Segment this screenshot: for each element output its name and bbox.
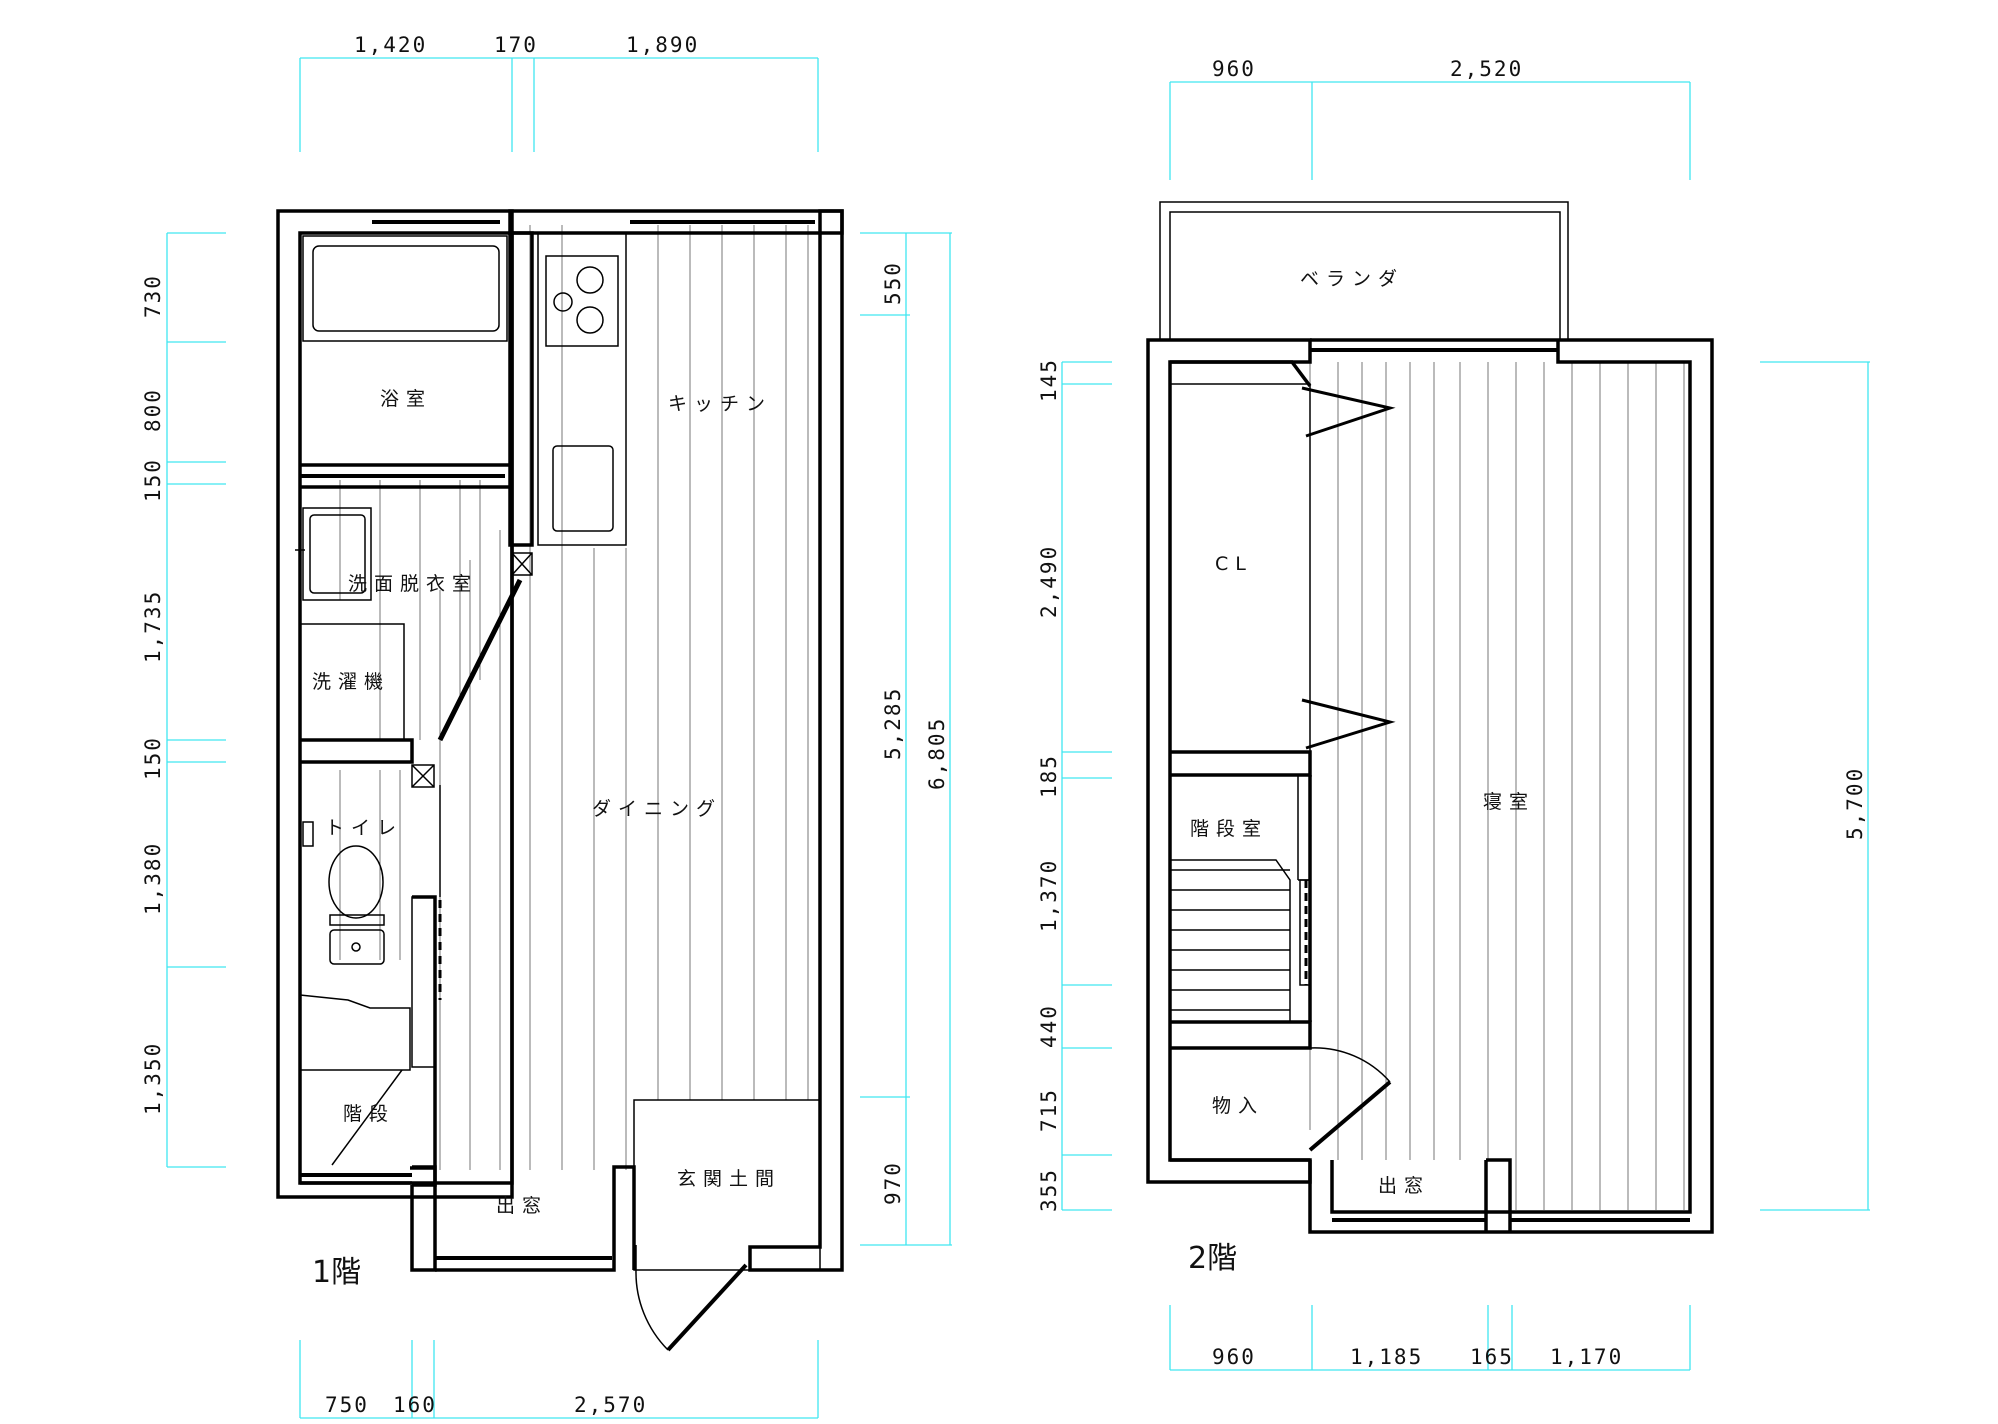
dims-top-1: 1,420 170 1,890 <box>299 33 819 152</box>
closet-doors <box>1169 383 1396 753</box>
wash-basin <box>295 507 372 601</box>
label-washroom: 洗面脱衣室 <box>348 573 478 595</box>
dim-bottom-2-c: 165 <box>1470 1345 1514 1369</box>
dim-left-2-e: 440 <box>1037 1004 1061 1048</box>
label-stairwell: 階段室 <box>1190 818 1268 840</box>
dims-top-2: 960 2,520 <box>1169 57 1691 180</box>
stairs-1 <box>299 896 436 1166</box>
dim-left-1-e: 150 <box>141 736 165 780</box>
label-stairs: 階段 <box>343 1103 395 1125</box>
dim-right-1-b: 5,285 <box>881 687 905 760</box>
dim-top-1-c: 1,890 <box>626 33 699 57</box>
label-bedroom: 寝室 <box>1483 791 1535 813</box>
dim-left-1-a: 730 <box>141 274 165 318</box>
dim-left-2-g: 355 <box>1037 1168 1061 1212</box>
dim-bottom-1-a: 750 <box>325 1393 369 1417</box>
dims-bottom-2: 960 1,185 165 1,170 <box>1169 1305 1691 1371</box>
dim-right-1-a: 550 <box>881 261 905 305</box>
dim-bottom-1-b: 160 <box>393 1393 437 1417</box>
dims-right-1: 550 5,285 970 6,805 <box>860 232 952 1246</box>
floor-label-2: 2階 <box>1188 1241 1237 1276</box>
dim-left-2-b: 2,490 <box>1037 545 1061 618</box>
dim-left-1-g: 1,350 <box>141 1042 165 1115</box>
dims-left-2: 145 2,490 185 1,370 440 715 355 <box>1037 358 1112 1212</box>
kitchen-counter <box>537 232 627 546</box>
dim-bottom-2-a: 960 <box>1212 1345 1256 1369</box>
label-veranda: ベランダ <box>1300 268 1404 290</box>
dim-right-2-a: 5,700 <box>1843 767 1867 840</box>
washroom-door <box>411 552 533 788</box>
dims-bottom-1: 750 160 2,570 <box>299 1340 819 1419</box>
dims-right-2: 5,700 <box>1760 361 1870 1211</box>
dim-left-1-b: 800 <box>141 388 165 432</box>
windows-2 <box>1310 348 1690 1222</box>
dim-left-1-d: 1,735 <box>141 590 165 663</box>
dim-right-1-d: 6,805 <box>925 717 949 790</box>
label-washer: 洗濯機 <box>312 671 390 693</box>
dim-left-2-a: 145 <box>1037 358 1061 402</box>
label-entrance: 玄関土間 <box>677 1168 781 1190</box>
dim-bottom-2-d: 1,170 <box>1550 1345 1623 1369</box>
floor-1: 浴室 キッチン 洗面脱衣室 洗濯機 トイレ ダイニング 階段 出窓 玄関土間 1… <box>141 33 952 1419</box>
floor-2: ベランダ CL 寝室 階段室 物入 出窓 2階 960 2,520 960 <box>1037 57 1870 1371</box>
entrance <box>633 1099 821 1352</box>
storage-door <box>1308 1047 1392 1152</box>
toilet <box>302 785 442 1000</box>
dim-left-2-c: 185 <box>1037 754 1061 798</box>
label-kitchen: キッチン <box>668 393 772 415</box>
room-labels-2: ベランダ CL 寝室 階段室 物入 出窓 2階 <box>1188 268 1535 1276</box>
windows-1 <box>300 220 815 1260</box>
dim-left-2-f: 715 <box>1037 1088 1061 1132</box>
room-labels-1: 浴室 キッチン 洗面脱衣室 洗濯機 トイレ ダイニング 階段 出窓 玄関土間 1… <box>312 388 781 1290</box>
dim-top-2-a: 960 <box>1212 57 1256 81</box>
dim-left-1-f: 1,380 <box>141 842 165 915</box>
floor-label-1: 1階 <box>312 1255 361 1290</box>
floor-boards-2 <box>1309 362 1685 1210</box>
dim-top-1-b: 170 <box>494 33 538 57</box>
label-dining: ダイニング <box>592 798 722 820</box>
dims-left-1: 730 800 150 1,735 150 1,380 1,350 <box>141 232 226 1168</box>
label-baywindow-2: 出窓 <box>1378 1175 1430 1197</box>
dim-top-2-b: 2,520 <box>1450 57 1523 81</box>
washer-area <box>299 623 405 741</box>
dim-top-1-a: 1,420 <box>354 33 427 57</box>
label-storage: 物入 <box>1212 1095 1264 1117</box>
label-bath: 浴室 <box>380 388 432 410</box>
dim-right-1-c: 970 <box>881 1161 905 1205</box>
bathtub <box>302 235 508 342</box>
label-baywindow-1: 出窓 <box>496 1195 548 1217</box>
floor-boards-1 <box>339 225 809 1170</box>
dim-left-1-c: 150 <box>141 458 165 502</box>
label-toilet: トイレ <box>325 817 403 839</box>
dim-bottom-2-b: 1,185 <box>1350 1345 1423 1369</box>
dim-left-2-d: 1,370 <box>1037 859 1061 932</box>
dim-bottom-1-c: 2,570 <box>574 1393 647 1417</box>
stairwell <box>1170 775 1311 1022</box>
label-closet: CL <box>1215 553 1253 575</box>
